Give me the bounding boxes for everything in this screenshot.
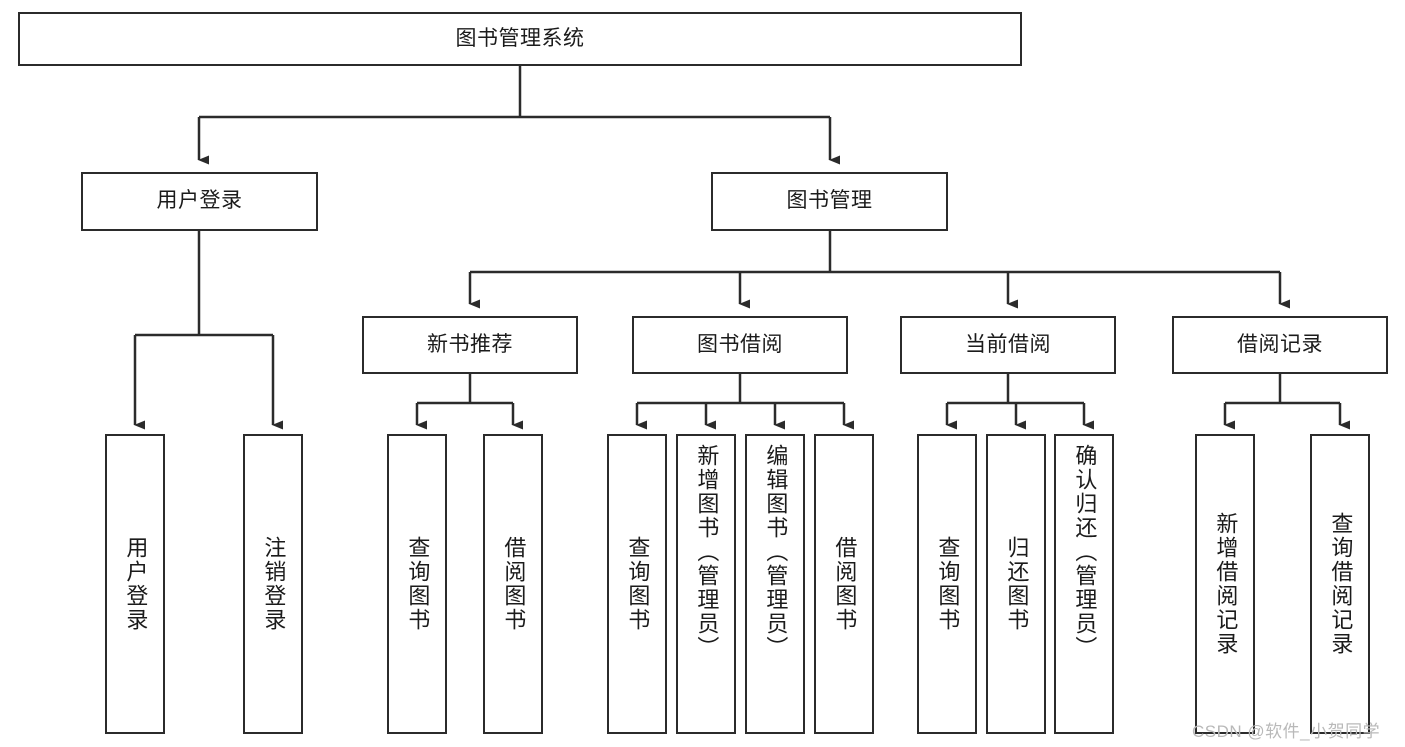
leaf-new-book-query-label: 查询图书 xyxy=(405,536,431,632)
leaf-current-borrow-confirm-return[interactable]: 确认归还（管理员） xyxy=(1054,434,1114,734)
leaf-new-book-query[interactable]: 查询图书 xyxy=(387,434,447,734)
node-book-management-label: 图书管理 xyxy=(786,189,873,213)
node-borrow-record[interactable]: 借阅记录 xyxy=(1172,316,1388,374)
node-new-book-recommend-label: 新书推荐 xyxy=(427,332,513,356)
leaf-borrow-record-query-label: 查询借阅记录 xyxy=(1328,512,1354,656)
node-book-borrow[interactable]: 图书借阅 xyxy=(632,316,848,374)
node-book-management[interactable]: 图书管理 xyxy=(711,172,948,231)
node-root-label: 图书管理系统 xyxy=(455,26,585,50)
leaf-borrow-record-query[interactable]: 查询借阅记录 xyxy=(1310,434,1370,734)
leaf-book-borrow-query[interactable]: 查询图书 xyxy=(607,434,667,734)
node-user-login[interactable]: 用户登录 xyxy=(81,172,318,231)
leaf-book-borrow-edit[interactable]: 编辑图书（管理员） xyxy=(745,434,805,734)
node-borrow-record-label: 借阅记录 xyxy=(1237,332,1323,356)
csdn-watermark: CSDN @软件_小贺同学 xyxy=(1192,722,1381,741)
leaf-current-borrow-return[interactable]: 归还图书 xyxy=(986,434,1046,734)
node-current-borrow-label: 当前借阅 xyxy=(965,332,1051,356)
node-root-library-system[interactable]: 图书管理系统 xyxy=(18,12,1022,66)
leaf-book-borrow-add-label: 新增图书（管理员） xyxy=(694,444,720,660)
leaf-user-login-logout[interactable]: 注销登录 xyxy=(243,434,303,734)
node-user-login-label: 用户登录 xyxy=(156,189,243,213)
leaf-user-login-login-label: 用户登录 xyxy=(123,536,149,632)
leaf-current-borrow-confirm-return-label: 确认归还（管理员） xyxy=(1072,444,1098,660)
leaf-current-borrow-query[interactable]: 查询图书 xyxy=(917,434,977,734)
leaf-book-borrow-borrow[interactable]: 借阅图书 xyxy=(814,434,874,734)
leaf-current-borrow-return-label: 归还图书 xyxy=(1004,536,1030,632)
node-new-book-recommend[interactable]: 新书推荐 xyxy=(362,316,578,374)
leaf-new-book-borrow-label: 借阅图书 xyxy=(501,536,527,632)
leaf-borrow-record-add[interactable]: 新增借阅记录 xyxy=(1195,434,1255,734)
leaf-current-borrow-query-label: 查询图书 xyxy=(935,536,961,632)
leaf-borrow-record-add-label: 新增借阅记录 xyxy=(1213,512,1239,656)
leaf-new-book-borrow[interactable]: 借阅图书 xyxy=(483,434,543,734)
leaf-book-borrow-edit-label: 编辑图书（管理员） xyxy=(763,444,789,660)
leaf-book-borrow-borrow-label: 借阅图书 xyxy=(832,536,858,632)
node-book-borrow-label: 图书借阅 xyxy=(697,332,783,356)
node-current-borrow[interactable]: 当前借阅 xyxy=(900,316,1116,374)
leaf-user-login-login[interactable]: 用户登录 xyxy=(105,434,165,734)
leaf-book-borrow-query-label: 查询图书 xyxy=(625,536,651,632)
leaf-book-borrow-add[interactable]: 新增图书（管理员） xyxy=(676,434,736,734)
leaf-user-login-logout-label: 注销登录 xyxy=(261,536,287,632)
